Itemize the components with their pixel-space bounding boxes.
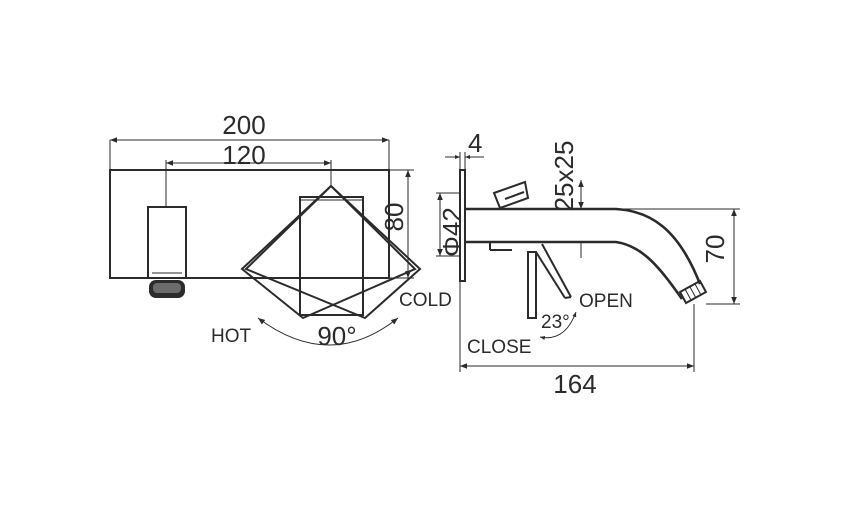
- spout-tip-icon: [678, 279, 708, 305]
- handle-side: [492, 180, 572, 319]
- cold-label: COLD: [399, 290, 452, 311]
- dimension-70: 70: [616, 208, 740, 305]
- dimension-4: 4: [445, 128, 484, 170]
- spout-height-label: 70: [700, 235, 730, 264]
- section-label: 25x25: [549, 141, 579, 212]
- wall-plate-side: [459, 169, 466, 282]
- rotation-angle-label: 90°: [317, 321, 356, 351]
- dimension-120: 120: [165, 140, 332, 207]
- dimension-200: 200: [109, 110, 390, 170]
- spout-offset-label: 120: [222, 140, 265, 170]
- lever-angle-label: 23°: [541, 312, 570, 333]
- close-label: CLOSE: [467, 337, 531, 358]
- dimension-164: 164: [459, 281, 695, 399]
- overall-width-label: 200: [222, 110, 265, 140]
- dimension-80: 80: [379, 169, 414, 279]
- lever-angle: 23° OPEN CLOSE: [467, 291, 633, 358]
- spout-front: [147, 206, 187, 279]
- spout-side: [465, 207, 708, 305]
- side-view: 4 Φ42 25x25 70 164: [436, 128, 740, 399]
- front-view: 200 120 80 90° HOT COLD: [109, 110, 452, 351]
- aerator-icon: [149, 280, 185, 298]
- dimension-diameter: Φ42: [436, 192, 467, 257]
- plate-height-label: 80: [379, 203, 409, 232]
- open-label: OPEN: [579, 291, 633, 312]
- projection-label: 164: [553, 369, 596, 399]
- rotation-arc: 90° HOT COLD: [211, 290, 452, 351]
- hot-label: HOT: [211, 326, 252, 347]
- plate-thickness-label: 4: [468, 128, 482, 158]
- wall-plate: [109, 169, 390, 279]
- diameter-label: Φ42: [437, 207, 467, 257]
- dimension-section: 25x25: [549, 141, 584, 258]
